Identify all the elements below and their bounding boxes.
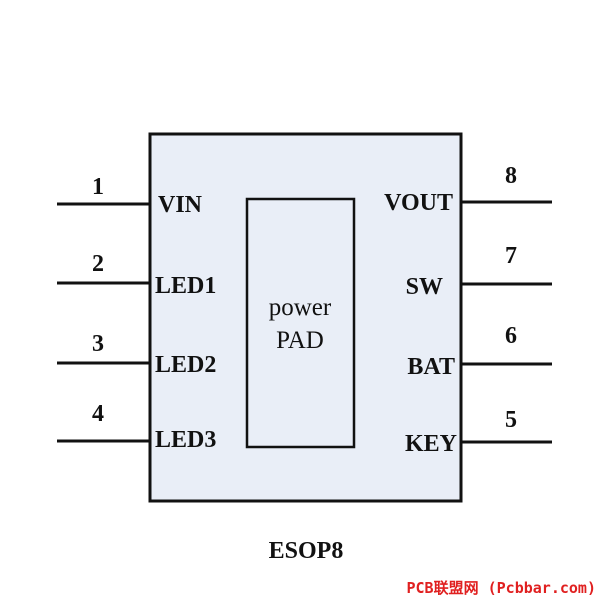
- pin-5-label: KEY: [405, 431, 457, 457]
- pin-8-label: VOUT: [384, 190, 453, 216]
- pin-4-number: 4: [92, 401, 104, 427]
- package-label: ESOP8: [269, 538, 344, 564]
- pin-4-label: LED3: [155, 427, 216, 453]
- watermark-text: PCB联盟网 (Pcbbar.com): [407, 579, 597, 597]
- pin-2-number: 2: [92, 251, 104, 277]
- pin-7-number: 7: [505, 243, 517, 269]
- pin-7-label: SW: [406, 274, 443, 300]
- pin-3-label: LED2: [155, 352, 216, 378]
- pin-5-number: 5: [505, 407, 517, 433]
- chip-body: [148, 132, 463, 503]
- pin-1-number: 1: [92, 174, 104, 200]
- pin-1-label: VIN: [158, 192, 203, 218]
- pin-2-label: LED1: [155, 273, 216, 299]
- power-pad: [245, 197, 356, 449]
- pin-6-number: 6: [505, 323, 517, 349]
- power-pad-label-line2: PAD: [276, 327, 324, 354]
- power-pad-label-line1: power: [269, 294, 332, 321]
- pin-8-number: 8: [505, 163, 517, 189]
- pin-6-label: BAT: [407, 354, 455, 380]
- pin-3-number: 3: [92, 331, 104, 357]
